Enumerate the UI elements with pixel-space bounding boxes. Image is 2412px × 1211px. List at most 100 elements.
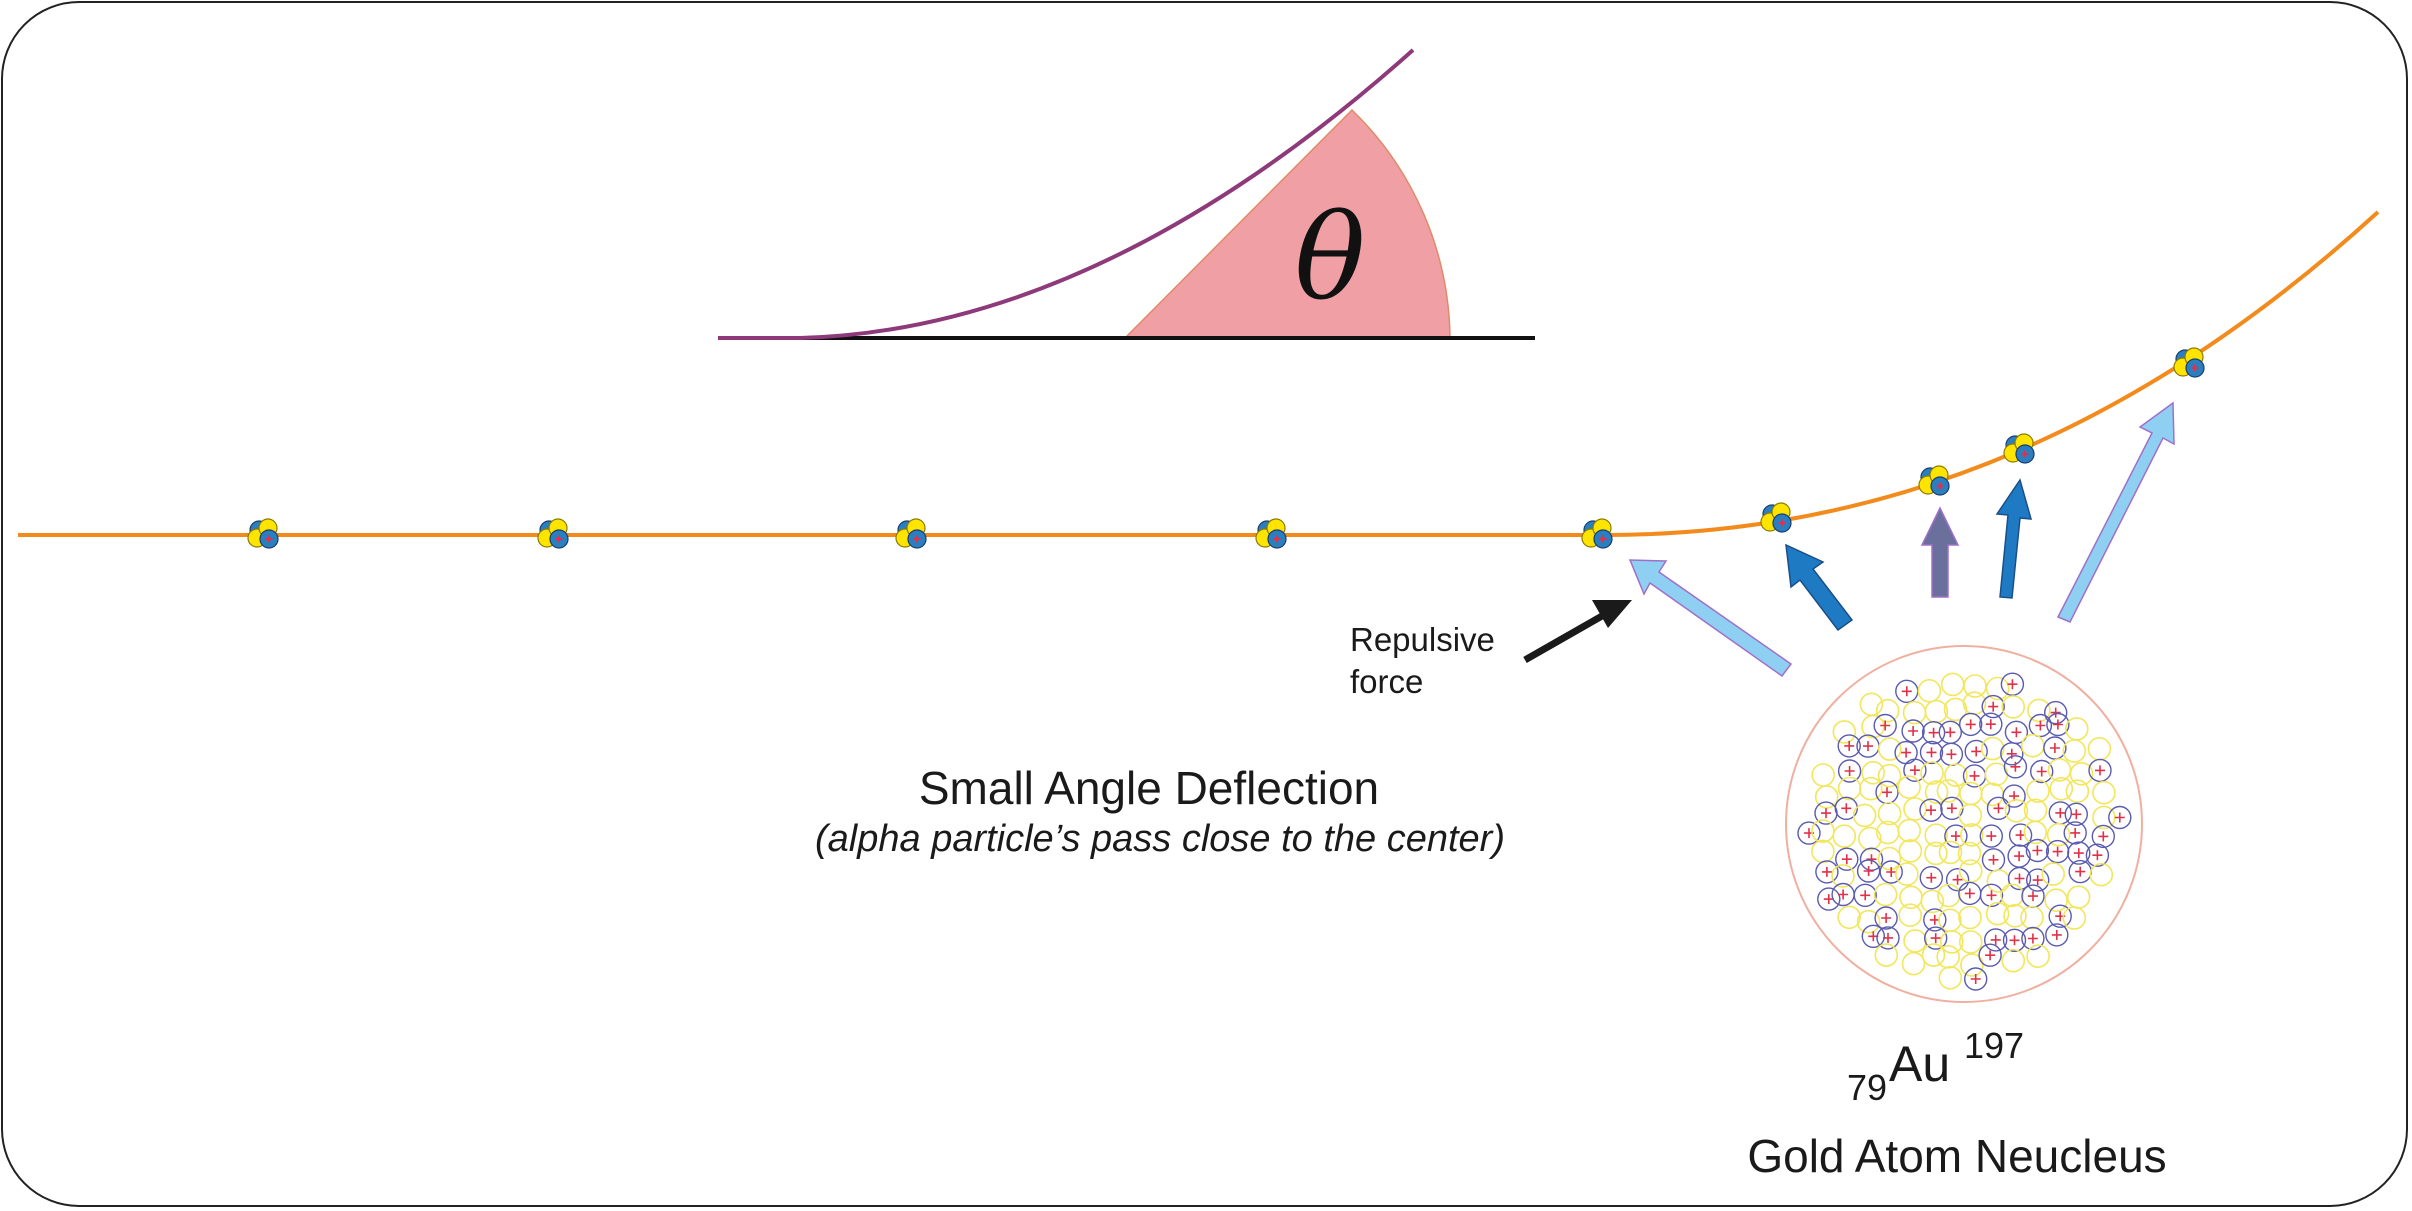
alpha-particle-icon: [1760, 502, 1792, 533]
plus-icon: [2027, 933, 2038, 944]
plus-icon: [1909, 765, 1920, 776]
plus-icon: [2052, 846, 2063, 857]
neutron-icon: [2069, 761, 2094, 786]
proton-icon: [1981, 694, 2005, 719]
neutron-icon: [1878, 737, 1902, 761]
proton-icon: [1903, 758, 1927, 782]
neutron-icon: [1943, 697, 1968, 722]
force-arrows: [1628, 401, 2175, 678]
neutron-icon: [2062, 906, 2087, 930]
plus-icon: [1860, 890, 1871, 901]
neutron-icon: [1940, 930, 1964, 954]
plus-icon: [1821, 866, 1832, 877]
neutron-icon: [1936, 944, 1960, 969]
neutron-icon: [1921, 943, 1946, 967]
neutron-icon: [1897, 775, 1921, 800]
angle-wedge: [1123, 108, 1451, 339]
proton-icon: [2025, 868, 2050, 892]
plus-icon: [1985, 950, 1996, 961]
plus-icon: [2095, 765, 2105, 776]
plus-icon: [2035, 720, 2046, 731]
force-arrow: [2056, 401, 2175, 623]
plus-icon: [2073, 848, 2084, 859]
proton-icon: [2043, 736, 2067, 760]
theta-symbol: θ: [1294, 188, 1365, 326]
plus-icon: [1883, 932, 1893, 943]
alpha-particle-icon: [1581, 518, 1613, 549]
alpha-particle-icon: [895, 518, 927, 549]
alpha-particles: [247, 347, 2205, 549]
proton-icon: [2064, 802, 2089, 826]
neutron-icon: [1856, 909, 1881, 934]
nucleus-atomic-number: 79: [1847, 1067, 1887, 1108]
plus-icon: [1901, 747, 1912, 758]
proton-icon: [2029, 759, 2054, 784]
angle-inset: θ: [718, 48, 1535, 340]
plus-icon: [1844, 766, 1855, 776]
plus-icon: [1988, 701, 1999, 712]
proton-icon: [1979, 824, 2004, 848]
plus-icon: [2070, 827, 2081, 838]
neutron-icon: [2044, 888, 2068, 913]
proton-icon: [1923, 926, 1948, 950]
deflection-curve: [799, 48, 1415, 340]
neutron-icon: [2026, 944, 2050, 969]
repulsive-force-pointer: [1523, 600, 1632, 664]
neutron-icon: [1937, 883, 1961, 908]
neutron-icon: [1938, 965, 1963, 990]
neutron-icon: [2089, 862, 2114, 887]
proton-icon: [1861, 924, 1886, 948]
neutron-icon: [1873, 882, 1898, 907]
proton-icon: [1837, 734, 1861, 758]
plus-icon: [1986, 890, 1997, 901]
neutron-icon: [2041, 862, 2065, 886]
proton-icon: [2067, 841, 2091, 865]
plus-icon: [1901, 686, 1912, 697]
plus-icon: [1926, 747, 1937, 758]
proton-icon: [1817, 887, 1841, 911]
neutron-icon: [1963, 674, 1987, 698]
neutron-icon: [1832, 720, 1857, 744]
proton-icon: [1979, 883, 2004, 907]
proton-icon: [2007, 866, 2032, 891]
plus-icon: [1950, 831, 1961, 842]
proton-icon: [2045, 839, 2070, 864]
proton-icon: [1919, 798, 1943, 822]
proton-icon: [1797, 821, 1821, 845]
proton-icon: [1901, 719, 1925, 743]
alpha-particle-icon: [537, 518, 569, 549]
proton-icon: [1835, 847, 1859, 871]
gold-nucleus-icon: [1785, 645, 2143, 1003]
plus-icon: [1863, 866, 1874, 876]
proton-icon: [2008, 823, 2033, 847]
neutron-icon: [1920, 889, 1945, 914]
plus-icon: [1821, 808, 1831, 819]
neutron-icon: [2026, 779, 2050, 803]
proton-icon: [1919, 866, 1944, 890]
plus-icon: [1863, 741, 1873, 752]
repulsive-force-label: Repulsive: [1350, 621, 1495, 658]
neutron-icon: [1938, 840, 1963, 865]
plus-icon: [2028, 891, 2038, 902]
neutron-icon: [2000, 883, 2024, 908]
proton-icon: [1986, 796, 2011, 820]
plus-icon: [2092, 850, 2103, 861]
plus-icon: [1880, 720, 1891, 731]
neutron-icon: [2046, 822, 2071, 847]
plus-icon: [1841, 854, 1852, 865]
plus-icon: [1993, 803, 2004, 814]
plus-icon: [1971, 746, 1982, 757]
alpha-trajectory: [18, 210, 2380, 537]
plus-icon: [2014, 873, 2025, 884]
plus-icon: [2011, 727, 2022, 738]
proton-icon: [1879, 860, 1903, 884]
neutron-icon: [1958, 905, 1982, 930]
plus-icon: [1844, 740, 1855, 751]
proton-icon: [1921, 721, 1946, 745]
proton-icon: [2088, 758, 2112, 783]
neutron-icon: [1832, 824, 1857, 849]
neutron-icon: [1958, 803, 1983, 828]
alpha-particle-icon: [1918, 465, 1950, 496]
neutron-icon: [1901, 951, 1926, 976]
neutron-icon: [1924, 780, 1949, 804]
